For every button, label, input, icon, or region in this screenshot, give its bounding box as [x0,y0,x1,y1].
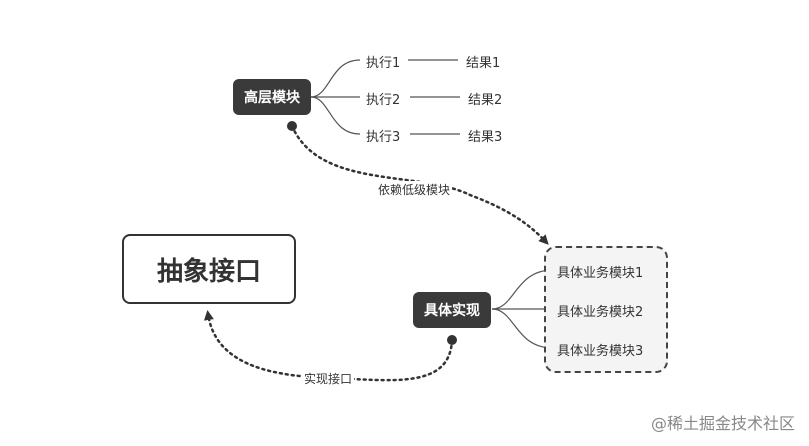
watermark: @稀土掘金技术社区 [650,414,795,433]
result-1: 结果1 [466,56,501,71]
business-module-2: 具体业务模块2 [557,305,644,320]
branch-line-3 [310,96,361,135]
impl-branch-1 [491,269,554,310]
top-module-node[interactable]: 高层模块 [233,79,311,115]
dependency-label: 依赖低级模块 [376,181,453,198]
concrete-impl-node[interactable]: 具体实现 [413,292,491,328]
concrete-impl-label: 具体实现 [424,303,480,319]
implement-label: 实现接口 [302,370,355,387]
business-modules-group [544,246,668,373]
action-2: 执行2 [366,93,401,108]
branch-line-1 [310,59,361,98]
result-3: 结果3 [468,130,503,145]
business-module-1: 具体业务模块1 [557,266,644,281]
action-1: 执行1 [366,56,401,71]
abstract-interface-box[interactable]: 抽象接口 [122,234,296,304]
top-module-label: 高层模块 [244,90,300,106]
business-module-3: 具体业务模块3 [557,344,644,359]
action-3: 执行3 [366,130,401,145]
result-2: 结果2 [468,93,503,108]
impl-branch-3 [491,308,554,349]
abstract-interface-label: 抽象接口 [156,256,261,287]
